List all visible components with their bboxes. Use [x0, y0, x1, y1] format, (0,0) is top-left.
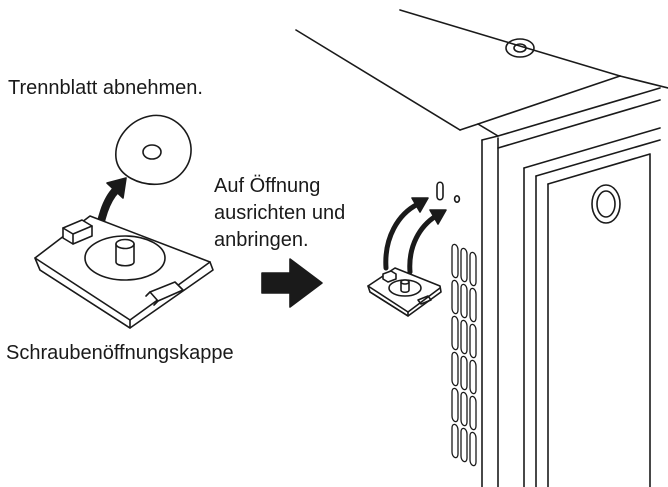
right-arrow-icon: [261, 258, 323, 308]
side-vents: [451, 243, 477, 467]
unit-housing: [295, 9, 668, 487]
remove-backing-label: Trennblatt abnehmen.: [8, 77, 203, 99]
align-instruction-line-2: ausrichten und: [214, 202, 346, 224]
align-instruction-line-1: Auf Öffnung: [214, 175, 321, 197]
backing-sheet: [115, 114, 192, 185]
align-arrows-icon: [383, 197, 447, 275]
screw-cap-small: [367, 267, 442, 317]
align-instruction-line-3: anbringen.: [214, 229, 309, 251]
screw-cap-large: [34, 215, 214, 329]
screw-cap-label: Schraubenöffnungskappe: [6, 342, 234, 364]
